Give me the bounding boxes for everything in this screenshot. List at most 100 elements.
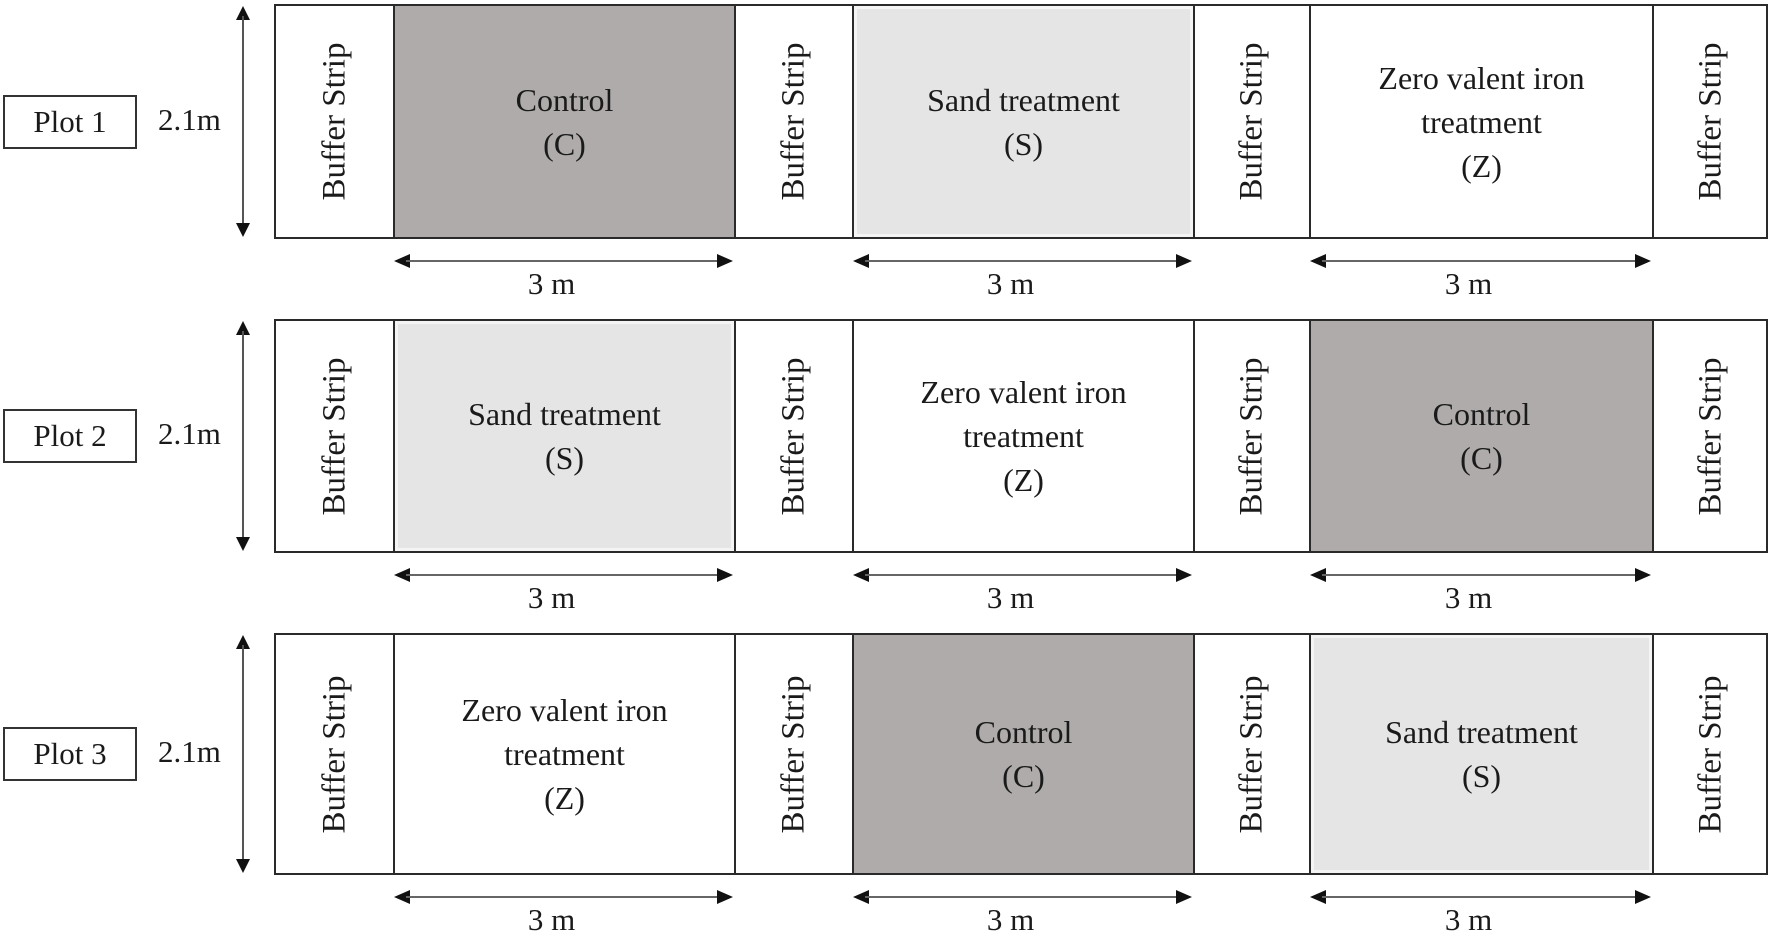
buffer-strip: Buffer Strip (1652, 321, 1767, 551)
buffer-strip: Buffer Strip (734, 6, 852, 237)
arrow-shaft (406, 896, 721, 898)
width-dimension-label: 3 m (986, 902, 1035, 937)
width-dimension-arrow (394, 254, 733, 268)
plot-label-2: Plot 2 (3, 409, 137, 463)
arrow-shaft (1322, 896, 1639, 898)
buffer-strip: Buffer Strip (1652, 635, 1767, 873)
width-dimension-label: 3 m (527, 580, 576, 615)
arrow-shaft (1322, 260, 1639, 262)
arrow-shaft (1322, 574, 1639, 576)
buffer-strip-label: Buffer Strip (1692, 675, 1728, 833)
arrow-shaft (865, 896, 1180, 898)
treatment-code: (C) (1460, 440, 1503, 476)
width-dimension-label: 3 m (527, 902, 576, 937)
treatment-name: Sand treatment (468, 396, 661, 432)
buffer-strip: Buffer Strip (734, 635, 852, 873)
treatment-code: (S) (544, 440, 585, 476)
width-dimension-arrow (394, 890, 733, 904)
arrow-left-icon (1310, 890, 1326, 904)
width-dimension-label: 3 m (1444, 902, 1493, 937)
buffer-strip-label: Buffer Strip (775, 675, 812, 833)
treatment-label: Sand treatment(S) (1385, 710, 1578, 798)
treatment-name: Zero valent iron (920, 374, 1127, 410)
arrow-shaft (242, 645, 244, 863)
width-dimension-arrow (853, 568, 1192, 582)
buffer-strip-label: Buffer Strip (1692, 42, 1728, 201)
buffer-strip: Buffer Strip (1193, 635, 1309, 873)
treatment-cell-control: Control (C) (1309, 321, 1652, 551)
arrow-right-icon (717, 890, 733, 904)
treatment-name: Sand treatment (927, 81, 1120, 118)
plot-label-text: Plot 1 (33, 103, 107, 139)
height-dimension-label: 2.1m (158, 734, 221, 769)
buffer-strip: Buffer Strip (734, 321, 852, 551)
arrow-shaft (406, 574, 721, 576)
arrow-right-icon (717, 568, 733, 582)
buffer-strip-label: Buffer Strip (316, 675, 352, 833)
buffer-strip-label: Buffer Strip (1233, 675, 1270, 833)
treatment-name: Control (1432, 396, 1531, 432)
treatment-name: Zero valent iron (1378, 59, 1585, 96)
treatment-code: (C) (1002, 758, 1045, 794)
arrow-right-icon (1176, 568, 1192, 582)
arrow-left-icon (1310, 568, 1326, 582)
arrow-left-icon (1310, 254, 1326, 268)
buffer-strip-label: Buffer Strip (316, 42, 352, 201)
arrow-shaft (865, 260, 1180, 262)
treatment-label: Control(C) (516, 78, 614, 166)
buffer-strip: Buffer Strip (1193, 321, 1309, 551)
arrow-right-icon (1635, 254, 1651, 268)
treatment-label: Control (C) (975, 710, 1073, 798)
treatment-name: Control (974, 714, 1073, 750)
treatment-code: (S) (1461, 758, 1502, 794)
arrow-left-icon (394, 890, 410, 904)
treatment-code: (S) (1003, 125, 1044, 162)
treatment-code: (Z) (1461, 147, 1502, 184)
arrow-down-icon (236, 859, 250, 873)
width-dimension-arrow (1310, 568, 1651, 582)
arrow-left-icon (853, 890, 869, 904)
buffer-strip-label: Buffer Strip (1692, 357, 1728, 515)
treatment-code: (Z) (544, 780, 585, 816)
arrow-left-icon (394, 568, 410, 582)
width-dimension-arrow (1310, 890, 1651, 904)
arrow-up-icon (236, 6, 250, 20)
height-dimension-arrow (236, 635, 250, 873)
treatment-code: (C) (543, 125, 586, 162)
width-dimension-label: 3 m (1444, 266, 1493, 301)
treatment-label: Sand treatment (S) (927, 78, 1120, 166)
height-dimension-arrow (236, 321, 250, 551)
width-dimension-label: 3 m (986, 266, 1035, 301)
treatment-cell-control: Control(C) (393, 6, 734, 237)
width-dimension-arrow (394, 568, 733, 582)
plot-row-2: Buffer Strip Sand treatment (S) Buffer Stri… (274, 319, 1768, 553)
arrow-left-icon (394, 254, 410, 268)
height-dimension-arrow (236, 6, 250, 237)
buffer-strip-label: Buffer Strip (316, 357, 352, 515)
width-dimension-arrow (853, 254, 1192, 268)
arrow-up-icon (236, 321, 250, 335)
treatment-name-line2: treatment (504, 736, 625, 772)
arrow-right-icon (1176, 254, 1192, 268)
arrow-shaft (242, 331, 244, 541)
arrow-right-icon (1635, 568, 1651, 582)
arrow-shaft (406, 260, 721, 262)
plot-row-1: Buffer Strip Control(C) Buffer Strip Sand t… (274, 4, 1768, 239)
arrow-right-icon (717, 254, 733, 268)
treatment-name-line2: treatment (963, 418, 1084, 454)
buffer-strip-label: Buffer Strip (775, 357, 812, 515)
buffer-strip-label: Buffer Strip (1233, 357, 1270, 515)
plot-label-3: Plot 3 (3, 727, 137, 781)
treatment-label: Sand treatment (S) (468, 392, 661, 480)
buffer-strip: Buffer Strip (276, 321, 393, 551)
plot-label-text: Plot 2 (33, 418, 107, 453)
arrow-right-icon (1635, 890, 1651, 904)
width-dimension-label: 3 m (527, 266, 576, 301)
arrow-left-icon (853, 254, 869, 268)
